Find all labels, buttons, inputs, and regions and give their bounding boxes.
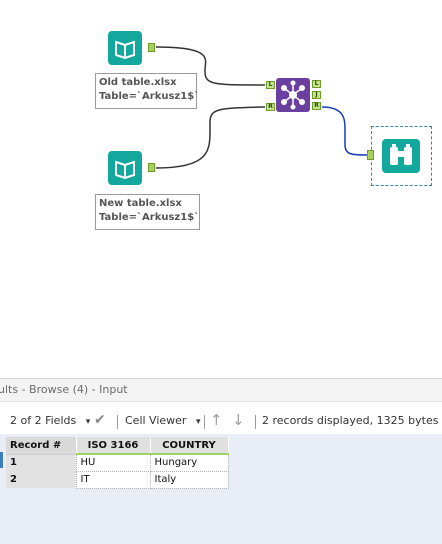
records-status: 2 records displayed, 1325 bytes — [262, 414, 439, 427]
input2-annotation: New table.xlsx Table=`Arkusz1$` — [95, 194, 200, 230]
join-network-icon — [281, 80, 305, 110]
iso-cell[interactable]: IT — [75, 470, 151, 489]
input-tool-2[interactable] — [108, 151, 142, 185]
row-selection-marker — [0, 452, 3, 468]
book-icon — [115, 40, 135, 60]
fields-dropdown-label: 2 of 2 Fields — [10, 414, 77, 427]
book-icon — [115, 160, 135, 180]
join-output-right[interactable]: R — [312, 102, 321, 110]
column-header-country[interactable]: COUNTRY — [150, 437, 229, 455]
cell-viewer-label: Cell Viewer — [125, 414, 187, 427]
browse-tool[interactable] — [382, 139, 420, 173]
input2-file-label: New table.xlsx — [99, 198, 182, 209]
join-input-right[interactable]: R — [266, 103, 275, 111]
checkmark-icon[interactable]: ✔ — [94, 412, 106, 428]
arrow-down-icon[interactable]: ↓ — [232, 411, 245, 429]
column-header-record[interactable]: Record # — [6, 437, 77, 455]
table-row[interactable]: 2 IT Italy — [6, 470, 229, 489]
record-number-cell[interactable]: 2 — [6, 471, 76, 488]
iso-cell[interactable]: HU — [75, 453, 151, 472]
binoculars-icon — [390, 144, 412, 165]
results-panel-title: ults - Browse (4) - Input — [0, 383, 128, 396]
chevron-down-icon: ▾ — [85, 417, 91, 427]
column-header-iso3166[interactable]: ISO 3166 — [76, 437, 151, 455]
wire-input1-to-join — [155, 46, 266, 86]
connection-wires — [155, 46, 369, 169]
wire-input2-to-join — [155, 106, 266, 169]
input2-table-label: Table=`Arkusz1$` — [99, 212, 200, 223]
toolbar-divider — [255, 415, 256, 429]
table-header-row: Record # ISO 3166 COUNTRY — [6, 437, 229, 455]
results-table: Record # ISO 3166 COUNTRY 1 HU Hungary 2… — [6, 437, 229, 489]
input1-file-label: Old table.xlsx — [99, 77, 177, 88]
workflow-canvas[interactable]: Old table.xlsx Table=`Arkusz1$` New tabl… — [0, 0, 442, 370]
chevron-down-icon: ▾ — [195, 417, 201, 427]
fields-dropdown[interactable]: 2 of 2 Fields ▾ — [10, 414, 90, 427]
join-input-left[interactable]: L — [266, 81, 275, 89]
input1-output-anchor[interactable] — [148, 43, 155, 52]
join-output-left[interactable]: L — [312, 80, 321, 88]
input2-output-anchor[interactable] — [148, 163, 155, 172]
cell-viewer-dropdown[interactable]: Cell Viewer ▾ — [125, 414, 200, 427]
join-tool[interactable] — [276, 78, 310, 112]
country-cell[interactable]: Italy — [149, 470, 229, 489]
input1-table-label: Table=`Arkusz1$` — [99, 91, 200, 102]
results-toolbar: 2 of 2 Fields ▾ ✔ Cell Viewer ▾ ↑ ↓ 2 re… — [0, 410, 442, 434]
table-row[interactable]: 1 HU Hungary — [6, 453, 229, 472]
toolbar-divider — [204, 415, 205, 429]
input1-annotation: Old table.xlsx Table=`Arkusz1$` — [95, 73, 200, 109]
browse-input-anchor[interactable] — [367, 150, 374, 160]
arrow-up-icon[interactable]: ↑ — [210, 411, 223, 429]
results-panel-header: ults - Browse (4) - Input — [0, 378, 442, 402]
record-number-cell[interactable]: 1 — [6, 454, 76, 471]
toolbar-divider — [117, 415, 118, 429]
input-tool-1[interactable] — [108, 31, 142, 65]
wire-join-to-browse — [321, 106, 369, 156]
country-cell[interactable]: Hungary — [149, 453, 229, 472]
join-output-join[interactable]: J — [312, 91, 321, 99]
